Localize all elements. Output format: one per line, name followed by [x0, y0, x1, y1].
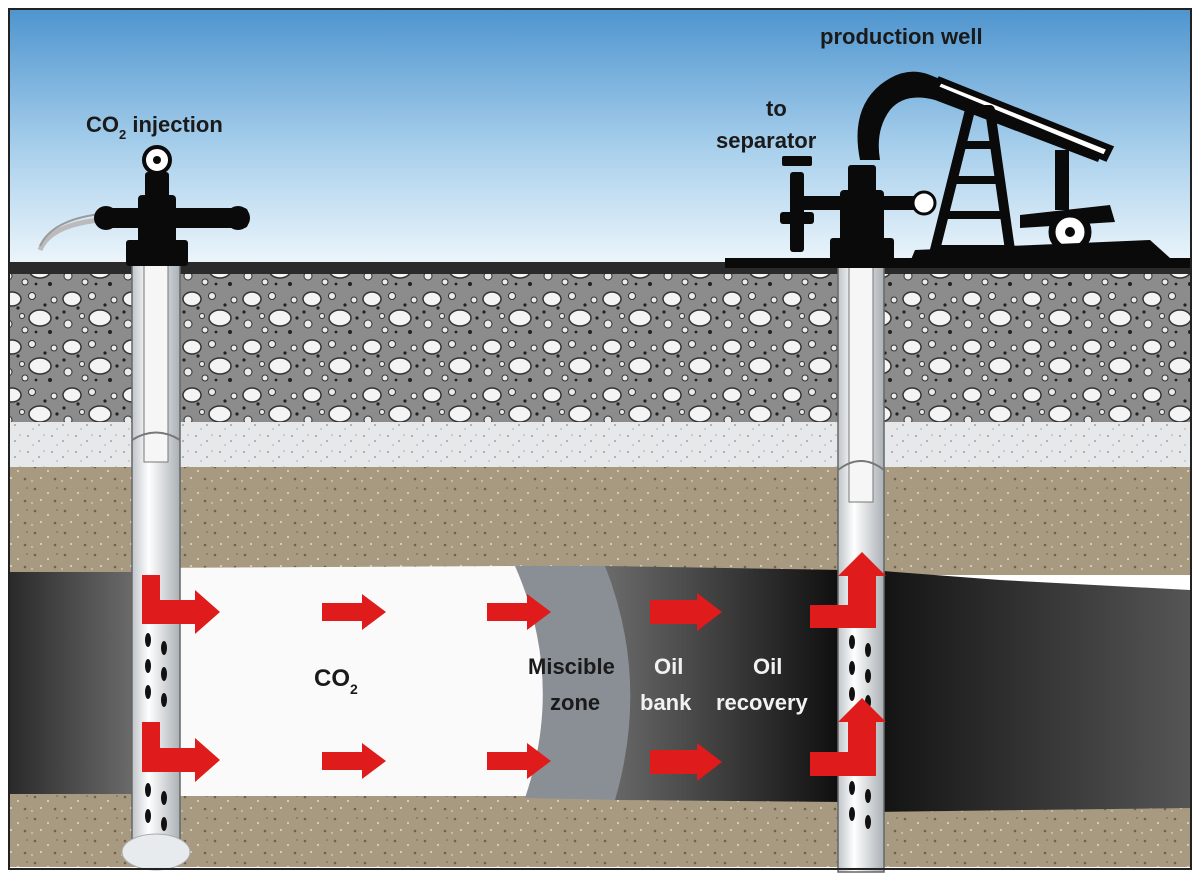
reservoir-oil-left — [10, 572, 140, 794]
co2-zone-label: CO2 — [314, 665, 358, 697]
production-well-packer — [837, 460, 885, 471]
diagram-border — [8, 8, 1192, 870]
injection-perforations — [145, 633, 167, 831]
production-perforations — [849, 635, 871, 829]
pumpjack-icon — [857, 71, 1170, 262]
injection-well-packer — [131, 431, 181, 441]
oil-recovery-label-line1: Oil — [753, 654, 782, 679]
oil-bank-zone — [605, 566, 845, 802]
separator-label: separator — [716, 128, 817, 153]
production-wellhead-icon — [725, 156, 1190, 268]
oil-bank-label-line2: bank — [640, 690, 692, 715]
miscible-label: Miscible — [528, 654, 615, 679]
miscible-zone — [515, 566, 636, 800]
production-well-tubing — [848, 261, 874, 503]
co2-injection-label: CO2 injection — [86, 112, 223, 142]
gravel-layer — [10, 274, 1190, 422]
zone-label: zone — [550, 690, 600, 715]
oil-recovery-label-line2: recovery — [716, 690, 809, 715]
upper-soil-layer — [10, 467, 1190, 575]
injection-flow-arrows — [142, 575, 220, 782]
production-well-label: production well — [820, 24, 983, 49]
to-label: to — [766, 96, 787, 121]
co2-zone — [140, 566, 543, 796]
injection-well-bottom — [121, 833, 191, 871]
reservoir-flow-arrows — [322, 593, 722, 781]
production-flow-arrows — [810, 552, 886, 776]
oil-bank-label-line1: Oil — [654, 654, 683, 679]
reservoir-oil-right — [870, 570, 1190, 812]
injection-wellhead-icon — [37, 145, 250, 266]
sand-layer — [10, 422, 1190, 467]
injection-well-tubing — [143, 261, 169, 463]
